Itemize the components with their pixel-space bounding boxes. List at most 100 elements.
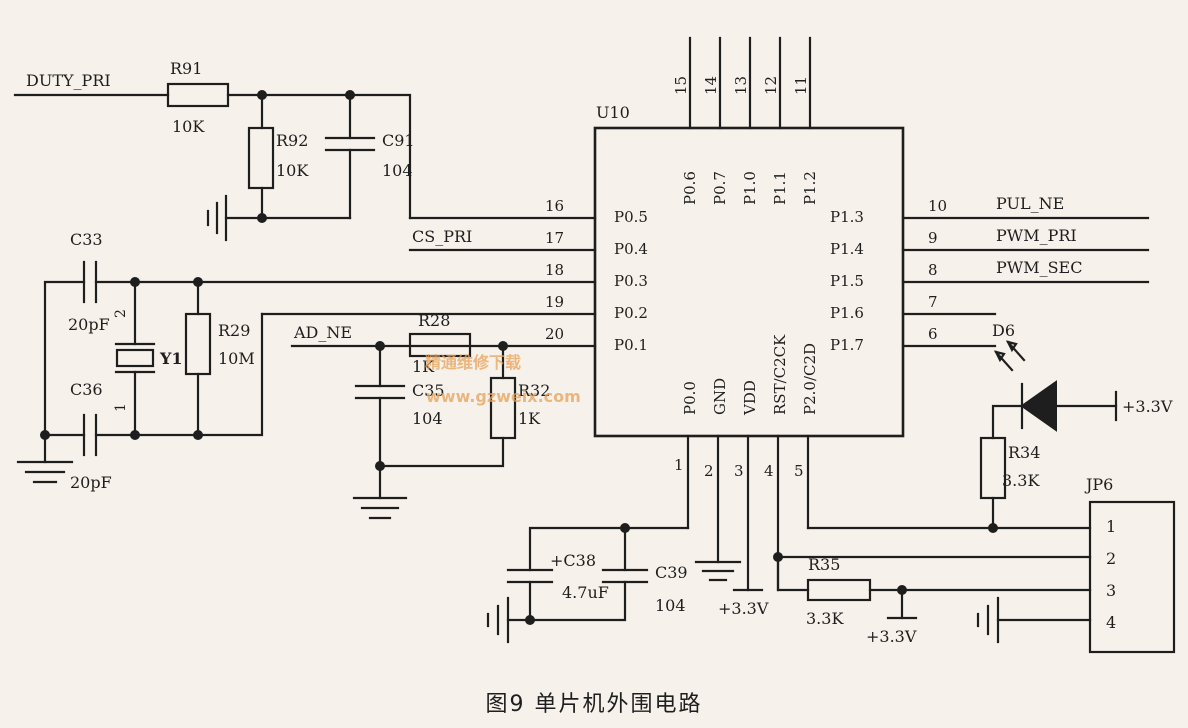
pin17-num: 17 (545, 229, 564, 247)
pin1-num: 1 (674, 456, 684, 474)
pin-name-rst: RST/C2CK (771, 334, 789, 415)
pin-name-p17: P1.7 (830, 336, 864, 354)
led-arrows-icon (993, 340, 1026, 372)
pin11-num: 11 (792, 76, 810, 95)
ground-icon-3 (352, 496, 408, 520)
r35-value: 3.3K (806, 609, 844, 628)
u10-ref: U10 (596, 103, 630, 122)
r91-value: 10K (172, 117, 205, 136)
r32-ref: R32 (518, 381, 550, 400)
c39-ref: C39 (655, 563, 688, 582)
ground-icon-1 (206, 194, 228, 242)
jp6-pin2: 2 (1106, 549, 1116, 568)
r32-value: 1K (518, 409, 541, 428)
c33-value: 20pF (68, 315, 110, 334)
jp6-pin4: 4 (1106, 613, 1116, 632)
r28-resistor (408, 332, 472, 358)
pin7-num: 7 (928, 293, 938, 311)
r29-value: 10M (218, 349, 255, 368)
net-pwm-pri: PWM_PRI (996, 226, 1077, 245)
pin2-num: 2 (704, 462, 714, 480)
r29-ref: R29 (218, 321, 250, 340)
ground-icon-5 (694, 560, 742, 582)
c35-value: 104 (412, 409, 443, 428)
pin13-num: 13 (732, 76, 750, 95)
pin-name-vdd: VDD (741, 380, 759, 416)
pin-name-p02: P0.2 (614, 304, 648, 322)
pin-name-p03: P0.3 (614, 272, 648, 290)
pin-name-p00: P0.0 (681, 381, 699, 415)
c36-right-wire (94, 312, 264, 437)
d6-ref: D6 (992, 321, 1015, 340)
pin-name-p07: P0.7 (711, 171, 729, 205)
junction-c35-gnd (375, 461, 385, 471)
d6-cathode-wire (991, 404, 1022, 440)
pin-name-gnd: GND (711, 378, 729, 415)
c91-value: 104 (382, 161, 413, 180)
y1-pin2: 2 (113, 309, 129, 318)
pin6-num: 6 (928, 325, 938, 343)
pin3-num: 3 (734, 462, 744, 480)
pin9-num: 9 (928, 229, 938, 247)
c33-ref: C33 (70, 230, 103, 249)
rst-to-r35-wire (776, 555, 810, 592)
pin10-num: 10 (928, 197, 947, 215)
pin-name-p12: P1.2 (801, 171, 819, 205)
pin-name-p11: P1.1 (771, 171, 789, 205)
junction-c38-gnd (525, 615, 535, 625)
pin16-num: 16 (545, 197, 564, 215)
vcc-label-a: +3.3V (718, 599, 769, 618)
r92-resistor (247, 126, 275, 190)
net-ad-ne: AD_NE (293, 323, 352, 342)
pin-name-p05: P0.5 (614, 208, 648, 226)
pin-name-p01: P0.1 (614, 336, 648, 354)
r91-ref: R91 (170, 59, 202, 78)
pin15-num: 15 (672, 76, 690, 95)
junction-r92-gnd (257, 213, 267, 223)
c36-ref: C36 (70, 380, 103, 399)
net-duty-pri: DUTY_PRI (26, 71, 111, 90)
jp6-connector (1088, 500, 1176, 654)
watermark-url: www.gzweix.com (426, 387, 581, 406)
pin14-num: 14 (702, 76, 720, 95)
r91-resistor (166, 82, 230, 108)
r29-resistor (184, 312, 212, 376)
pin-name-p06: P0.6 (681, 171, 699, 205)
pin18-num: 18 (545, 261, 564, 279)
pin-name-p10: P1.0 (741, 171, 759, 205)
junction-y1-bottom (130, 430, 140, 440)
c33-left-wire (43, 280, 86, 437)
c38-value: 4.7uF (562, 583, 609, 602)
r92-ref: R92 (276, 131, 308, 150)
pin-name-p16: P1.6 (830, 304, 864, 322)
vcc-label-b: +3.3V (1122, 397, 1173, 416)
pin-name-p20: P2.0/C2D (801, 343, 819, 415)
figure-caption: 图9 单片机外围电路 (485, 692, 703, 717)
c39-bottom-wire (506, 580, 627, 622)
y1-crystal (115, 348, 155, 368)
net-pul-ne: PUL_NE (996, 194, 1064, 213)
jp6-ref: JP6 (1084, 475, 1113, 494)
pin12-num: 12 (762, 76, 780, 95)
pin4-num: 4 (764, 462, 774, 480)
c38-ref: +C38 (550, 551, 596, 570)
watermark-title: 精通维修下载 (425, 353, 521, 372)
pin1-to-c38-wire (528, 526, 690, 572)
pin20-num: 20 (545, 325, 564, 343)
r28-ref: R28 (418, 311, 450, 330)
d6-led-triangle (1020, 380, 1057, 432)
pin-name-p04: P0.4 (614, 240, 648, 258)
r35-resistor (806, 578, 872, 602)
r92-value: 10K (276, 161, 309, 180)
pin-name-p15: P1.5 (830, 272, 864, 290)
r28-value: 1K (412, 357, 435, 376)
ground-icon-2 (16, 433, 74, 484)
net-pwm-sec: PWM_SEC (996, 258, 1082, 277)
r34-value: 3.3K (1002, 471, 1040, 490)
c91-ref: C91 (382, 131, 415, 150)
pin19-num: 19 (545, 293, 564, 311)
c39-value: 104 (655, 596, 686, 615)
junction-r29-bottom (193, 430, 203, 440)
ground-icon-6 (976, 596, 1000, 644)
r32-bottom-wire (378, 436, 505, 468)
